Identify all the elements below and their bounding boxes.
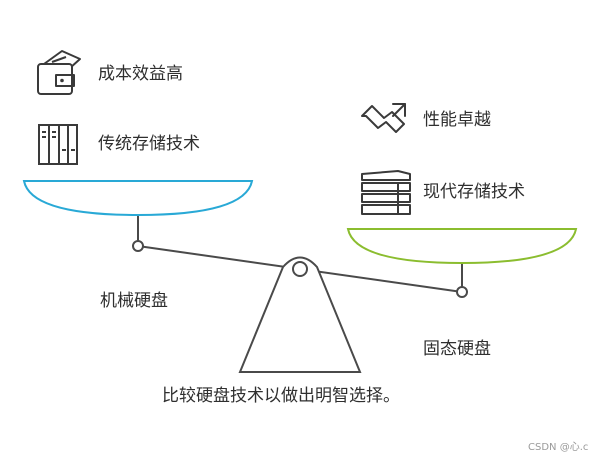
diagram-caption: 比较硬盘技术以做出明智选择。 [162, 386, 400, 406]
right-pan [348, 229, 576, 263]
left-pivot [133, 241, 143, 251]
stack-icon [362, 171, 410, 214]
left-pan [24, 181, 252, 215]
right-benefit-label: 性能卓越 [423, 110, 491, 130]
wallet-icon [38, 51, 80, 94]
watermark: CSDN @心.c [528, 438, 588, 453]
fulcrum-pivot [293, 262, 307, 276]
trend-arrow-icon [362, 104, 405, 132]
left-technology-label: 传统存储技术 [98, 134, 200, 154]
right-pivot [457, 287, 467, 297]
right-technology-label: 现代存储技术 [423, 182, 525, 202]
right-item-label: 固态硬盘 [423, 339, 491, 359]
left-item-label: 机械硬盘 [100, 291, 168, 311]
left-benefit-label: 成本效益高 [98, 64, 183, 84]
bookshelf-icon [39, 125, 77, 164]
